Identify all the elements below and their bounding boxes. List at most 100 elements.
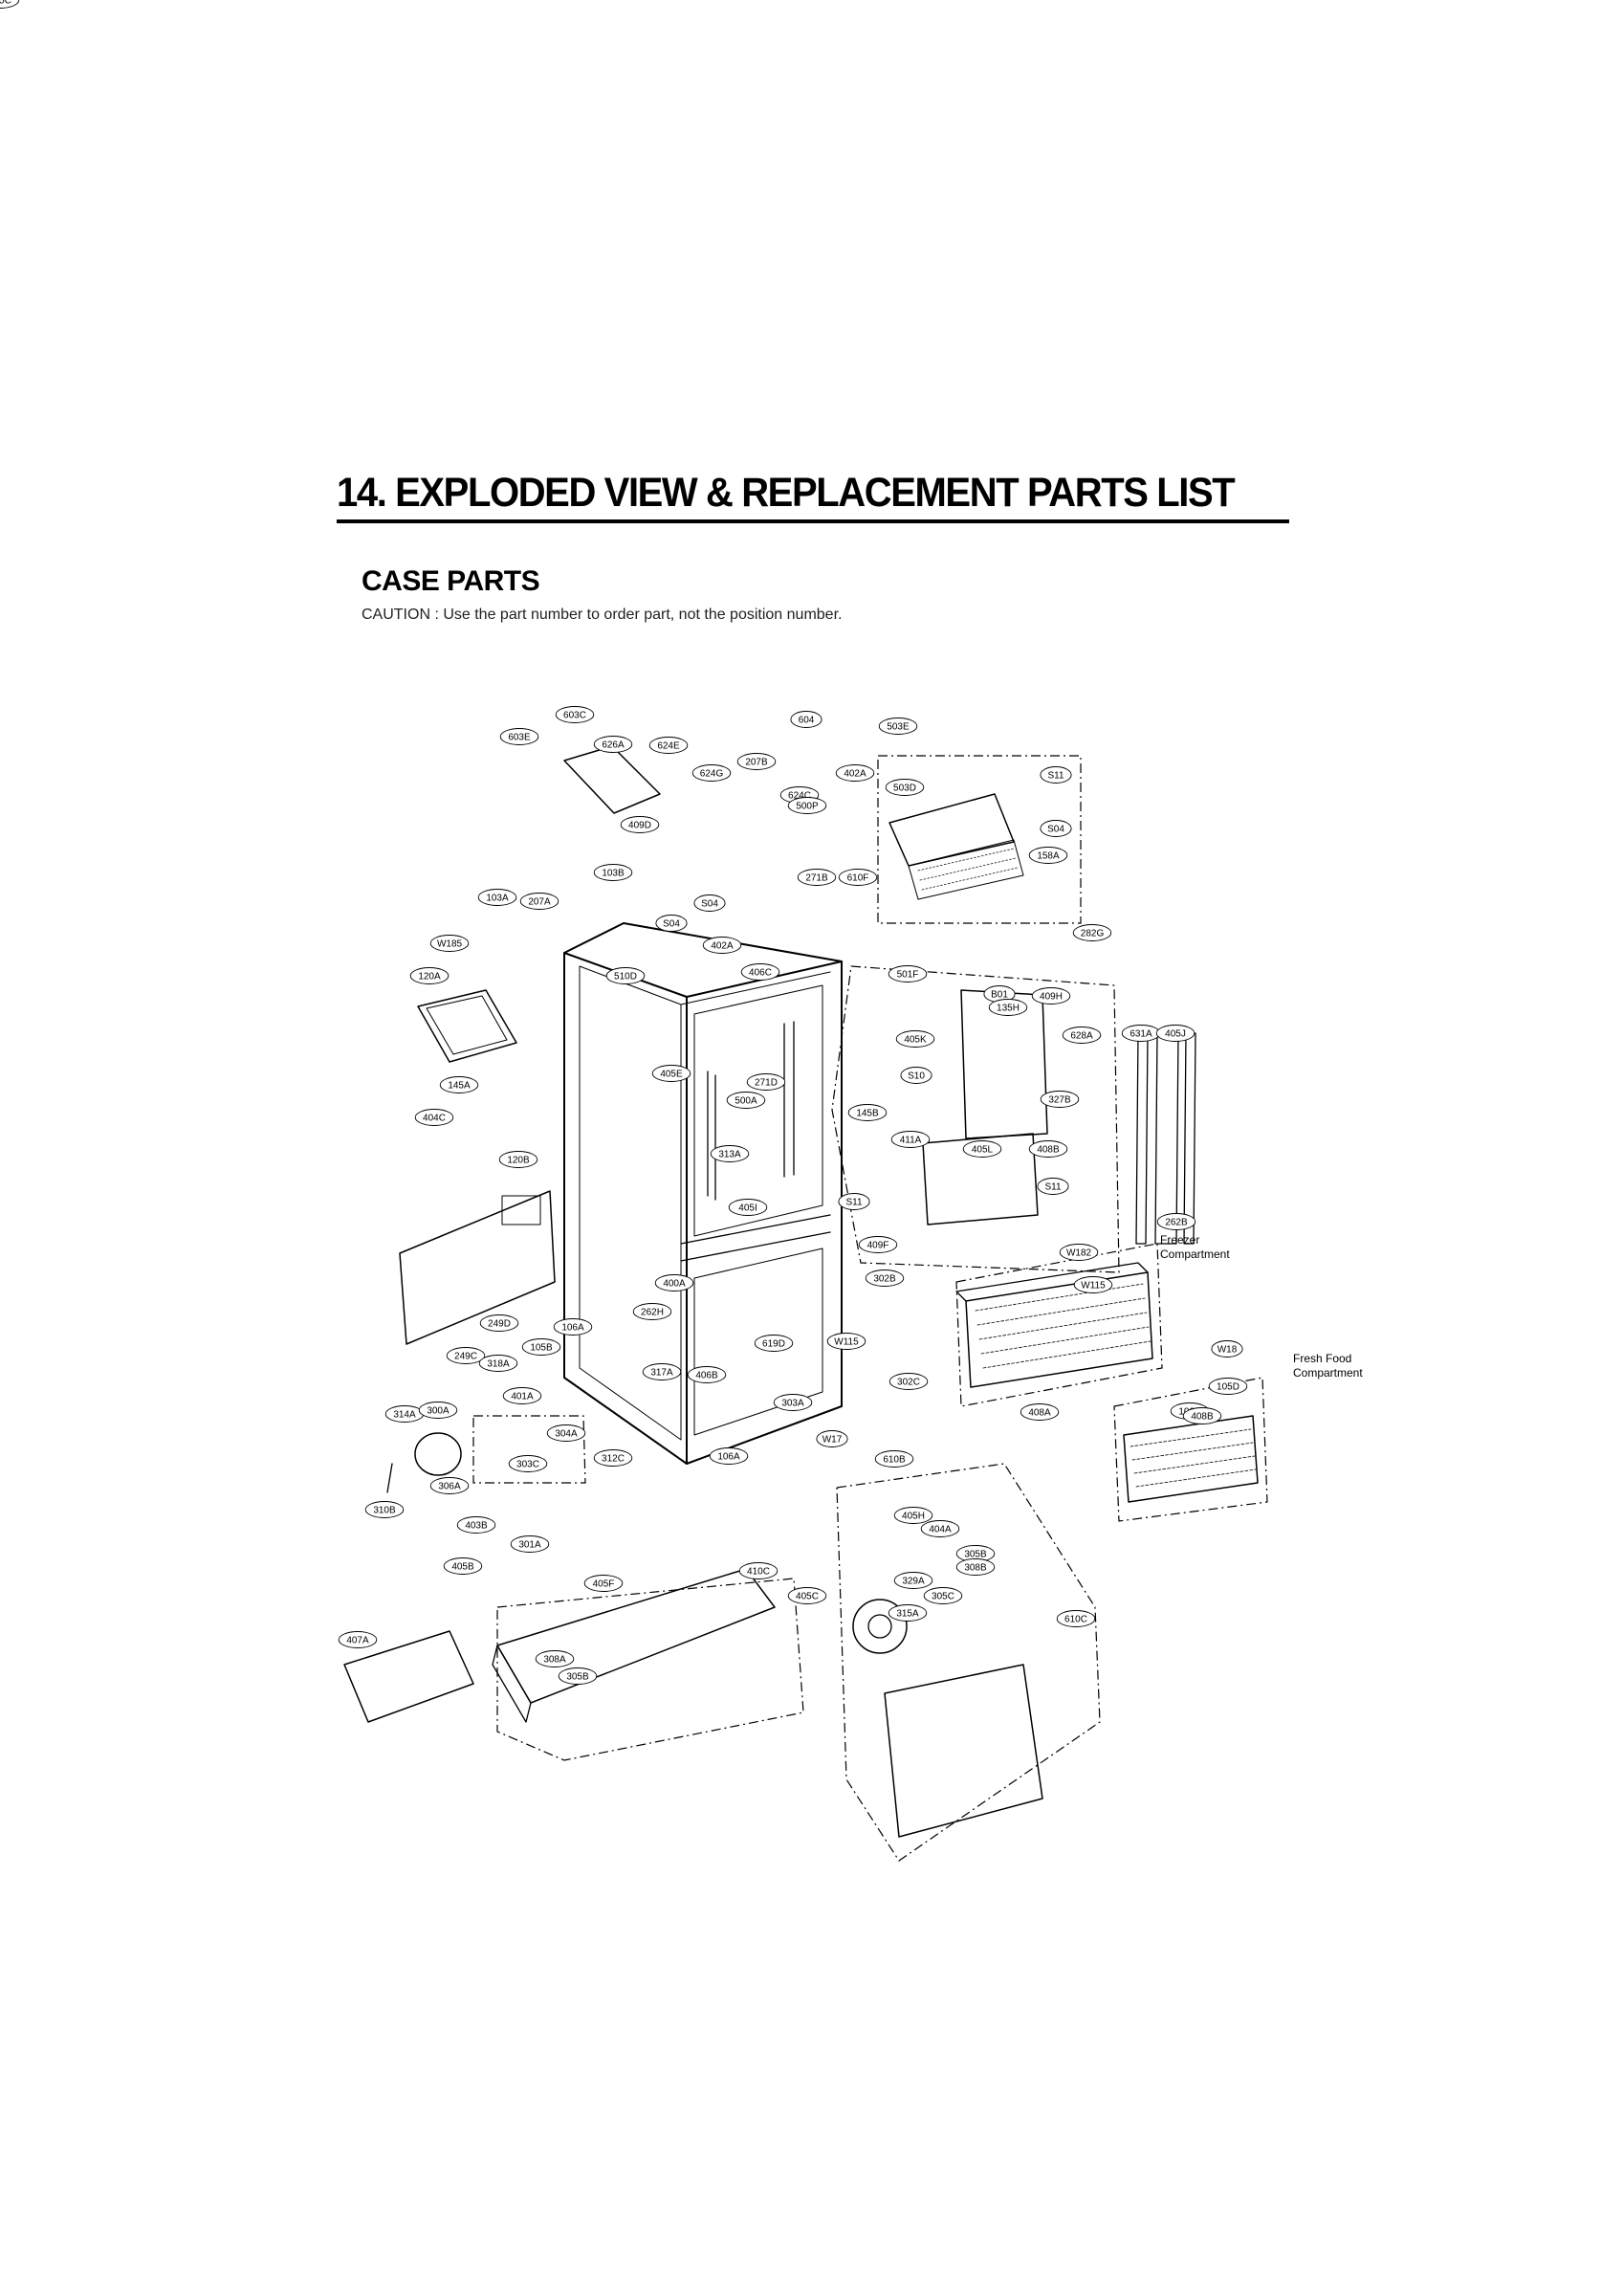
callout-label: 510D: [614, 972, 637, 982]
callout-label: S11: [845, 1198, 862, 1208]
callout-bubble: [1156, 1213, 1196, 1230]
callout-bubble: [726, 1092, 766, 1109]
callout-bubble: [1020, 1403, 1060, 1421]
callout-label: 207B: [745, 758, 768, 768]
callout-label: B01: [991, 990, 1008, 1001]
callout-bubble: [893, 1572, 933, 1589]
callout-label: S11: [1044, 1182, 1061, 1193]
callout-w185: W185: [429, 935, 470, 952]
callout-label: 628A: [1070, 1031, 1093, 1042]
callout-610f: 610F: [838, 869, 878, 886]
callout-405e: 405E: [651, 1065, 691, 1082]
callout-405i: 405I: [728, 1199, 768, 1216]
callout-402a: 402A: [702, 937, 742, 954]
callout-bubble: [693, 894, 726, 912]
callout-label: 603C: [563, 711, 586, 721]
callout-103b: 103B: [593, 864, 633, 881]
callout-label: 610F: [847, 873, 869, 884]
callout-label: 158A: [1037, 851, 1060, 862]
callout-303a: 303A: [773, 1394, 813, 1411]
callout-406b: 406B: [687, 1366, 727, 1383]
cabinet-outline: [563, 922, 843, 1465]
callout-w17: W17: [816, 1430, 848, 1447]
callout-label: W185: [437, 939, 463, 950]
callout-bubble: [816, 1430, 848, 1447]
callout-label: 402A: [711, 941, 734, 952]
callout-label: S04: [1047, 825, 1064, 835]
callout-103a: 103A: [477, 889, 517, 906]
callout-bubble: [1208, 1378, 1248, 1395]
callout-bubble: [754, 1335, 794, 1352]
callout-406c: 406C: [740, 963, 780, 981]
callout-label: S10: [908, 1071, 925, 1082]
callout-label: 408A: [1028, 1408, 1051, 1419]
callout-s10: S10: [900, 1067, 932, 1084]
callout-label: 317A: [650, 1368, 673, 1379]
title-rule: [337, 519, 1289, 523]
callout-bubble: [429, 935, 470, 952]
callout-402a: 402A: [835, 764, 875, 782]
callout-313a: 313A: [710, 1145, 750, 1162]
callout-bubble: [1211, 1340, 1243, 1358]
callout-label: 305C: [0, 0, 11, 7]
callout-label: 411A: [900, 1136, 922, 1146]
callout-bubble: [605, 967, 646, 984]
callout-label: 408B: [1191, 1412, 1214, 1423]
callout-300a: 300A: [418, 1402, 458, 1419]
callout-label: 409H: [1040, 992, 1063, 1003]
callout-bubble: [890, 1131, 931, 1148]
callout-bubble: [654, 1274, 694, 1292]
callout-label: 313A: [718, 1150, 741, 1160]
callout-label: 135H: [997, 1004, 1020, 1014]
callout-bubble: [479, 1314, 519, 1332]
callout-bubble: [642, 1363, 682, 1380]
callout-label: 401A: [511, 1392, 534, 1402]
callout-bubble: [1037, 1178, 1069, 1195]
callout-308b: 308B: [955, 1558, 996, 1576]
callout-label: 405B: [451, 1562, 474, 1573]
callout-label: 503D: [893, 784, 916, 794]
callout-405c: 405C: [787, 1587, 827, 1604]
callout-bubble: [736, 753, 777, 770]
callout-label: 301A: [518, 1540, 541, 1551]
callout-404c: 404C: [414, 1109, 454, 1126]
callout-271d: 271D: [746, 1073, 786, 1091]
callout-318a: 318A: [478, 1355, 518, 1372]
callout-bubble: [364, 1501, 405, 1518]
callout-262b: 262B: [1156, 1213, 1196, 1230]
callout-label: 302B: [873, 1274, 896, 1285]
callout-label: 405J: [1165, 1029, 1186, 1040]
callout-282g: 282G: [1072, 924, 1112, 941]
callout-bubble: [456, 1516, 496, 1534]
callout-bubble: [858, 1236, 898, 1253]
boundary-base-pan: [496, 1578, 804, 1761]
callout-409d: 409D: [620, 816, 660, 833]
callout-bubble: [838, 869, 878, 886]
callout-label: 404C: [423, 1114, 446, 1124]
callout-label: 407A: [346, 1636, 369, 1646]
callout-bubble: [878, 718, 918, 735]
callout-label: 318A: [487, 1359, 510, 1370]
callout-label: 105B: [530, 1343, 553, 1354]
callout-w18: W18: [1211, 1340, 1243, 1358]
callout-label: 405C: [796, 1592, 819, 1602]
callout-500a: 500A: [726, 1092, 766, 1109]
callout-bubble: [787, 797, 827, 814]
callout-label: 300A: [427, 1406, 450, 1417]
callout-bubble: [895, 1030, 935, 1048]
callout-label: 500A: [735, 1096, 757, 1107]
callout-bubble: [1040, 820, 1072, 837]
callout-label: 603E: [508, 733, 531, 743]
callout-305b: 305B: [558, 1667, 598, 1685]
callout-105b: 105B: [521, 1338, 561, 1356]
callout-label: S04: [663, 919, 680, 930]
callout-bubble: [920, 1520, 960, 1537]
callout-bubble: [888, 1604, 928, 1622]
callout-410c: 410C: [738, 1562, 779, 1579]
callout-327b: 327B: [1040, 1091, 1080, 1108]
callout-303c: 303C: [508, 1455, 548, 1472]
callout-label: 249C: [454, 1352, 477, 1362]
